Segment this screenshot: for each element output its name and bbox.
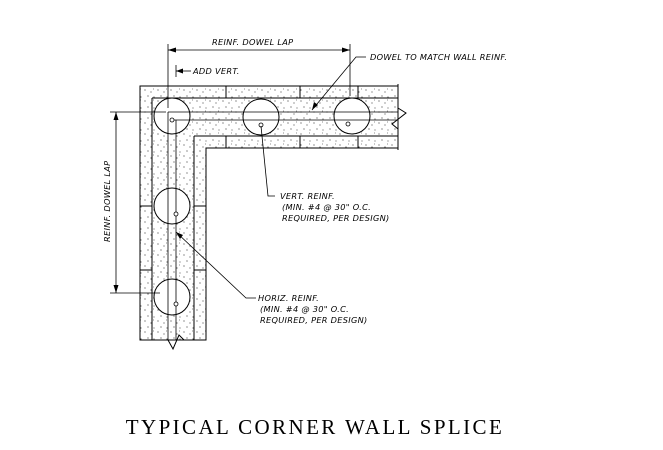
grout-cell <box>333 97 371 135</box>
arrow-head <box>113 285 119 293</box>
leader-line <box>311 56 366 111</box>
horiz-reinf-line-2: (MIN. #4 @ 30" O.C. <box>260 304 349 314</box>
vertical-rebar <box>173 211 179 217</box>
horiz-reinf-line-3: REQUIRED, PER DESIGN) <box>260 315 368 325</box>
vert-reinf-line-2: (MIN. #4 @ 30" O.C. <box>282 202 371 212</box>
side-dimension: REINF. DOWEL LAP <box>102 111 166 294</box>
arrow-head <box>113 112 119 120</box>
horiz-reinf-line-1: HORIZ. REINF. <box>258 293 319 303</box>
grout-cell <box>242 98 280 136</box>
arrow-head <box>176 68 183 74</box>
drawing-title: TYPICAL CORNER WALL SPLICE <box>126 415 504 439</box>
reinforcement <box>167 111 398 340</box>
add-vert-label: ADD VERT. <box>192 66 240 76</box>
break-lines <box>140 84 407 351</box>
vert-reinf-line-3: REQUIRED, PER DESIGN) <box>282 213 390 223</box>
vertical-rebar <box>169 117 175 123</box>
grout-cells <box>153 97 371 316</box>
leader-line <box>175 231 256 299</box>
arrow-head <box>176 232 183 239</box>
vert-reinf-line-1: VERT. REINF. <box>280 191 335 201</box>
arrow-head <box>342 47 350 53</box>
horiz-reinf-callout: HORIZ. REINF. (MIN. #4 @ 30" O.C. REQUIR… <box>175 231 368 325</box>
grout-cell-corner <box>153 97 191 135</box>
vertical-rebar <box>173 301 179 307</box>
vert-reinf-callout: VERT. REINF. (MIN. #4 @ 30" O.C. REQUIRE… <box>260 125 390 223</box>
vertical-rebar <box>345 121 351 127</box>
bottom-break-line <box>140 334 206 351</box>
side-dimension-label: REINF. DOWEL LAP <box>102 161 112 242</box>
grout-cell <box>153 278 191 316</box>
grout-cell <box>153 187 191 225</box>
wall-shell <box>139 85 399 341</box>
leader-line <box>260 125 275 197</box>
top-dimension: REINF. DOWEL LAP <box>167 37 351 108</box>
dowel-label: DOWEL TO MATCH WALL REINF. <box>370 52 507 62</box>
arrow-head <box>312 102 318 110</box>
right-break-line <box>391 84 407 150</box>
dowel-callout: DOWEL TO MATCH WALL REINF. <box>311 52 507 111</box>
top-dimension-label: REINF. DOWEL LAP <box>212 37 293 47</box>
add-vert-callout: ADD VERT. <box>175 65 240 77</box>
arrow-head <box>168 47 176 53</box>
